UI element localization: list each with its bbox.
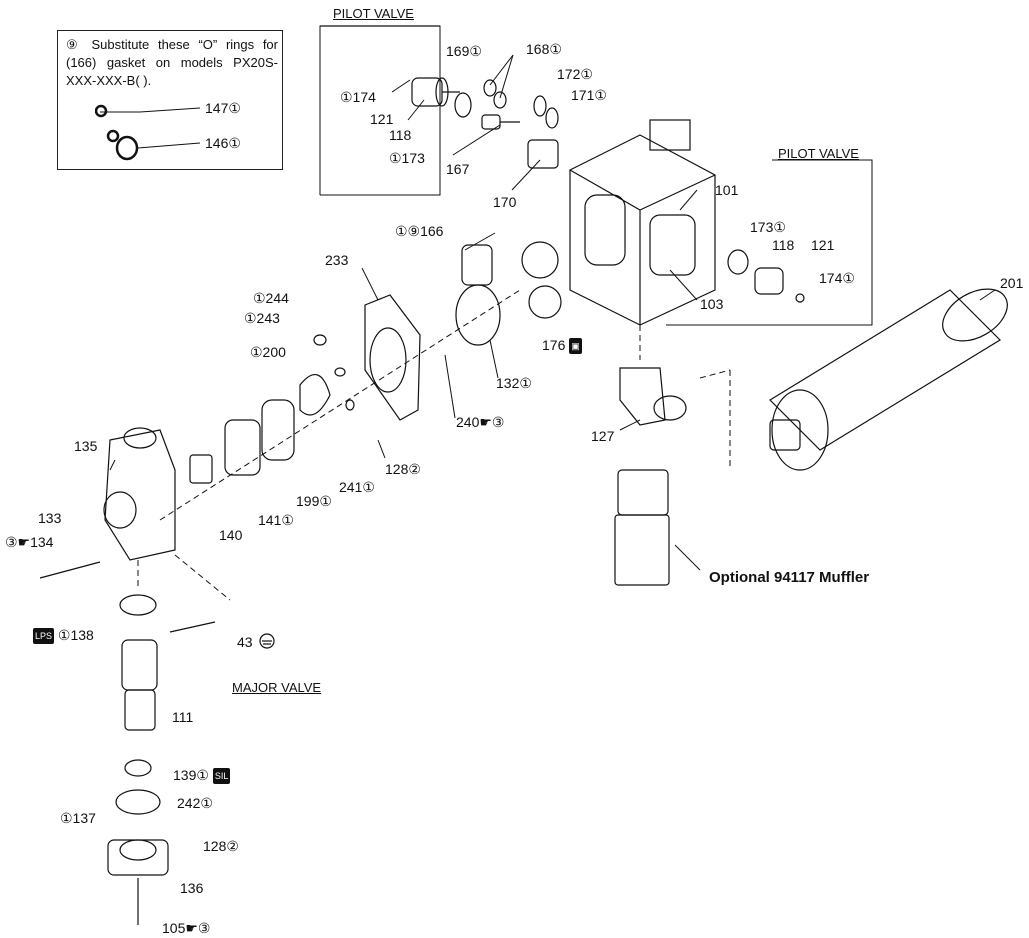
label-171: 171① <box>571 87 607 103</box>
gasket-200 <box>299 374 331 416</box>
seal-138 <box>119 594 157 616</box>
label-128b: 128② <box>203 838 239 854</box>
label-241: 241① <box>339 479 375 495</box>
label-176: 176 ▣ <box>542 337 582 355</box>
label-173a: ①173 <box>389 150 425 166</box>
label-147: 147① <box>205 100 241 116</box>
screw-43 <box>169 621 216 633</box>
label-174b: 174① <box>819 270 855 286</box>
label-170: 170 <box>493 194 517 210</box>
gasket-199 <box>261 399 295 461</box>
gasket-132 <box>455 284 501 346</box>
label-121a: 121 <box>370 111 394 127</box>
label-133: 133 <box>38 510 62 526</box>
label-111: 111 <box>172 709 194 725</box>
piston-111 <box>121 639 158 731</box>
elbow-127 <box>619 367 687 426</box>
ground-symbol-icon <box>259 633 275 649</box>
label-168: 168① <box>526 41 562 57</box>
label-43: 43 <box>237 634 253 650</box>
label-174a: ①174 <box>340 89 376 105</box>
gasket-166 <box>461 244 493 286</box>
label-118a: 118 <box>389 127 412 143</box>
gasket-141 <box>224 419 261 476</box>
label-200: ①200 <box>250 344 286 360</box>
seat-176b <box>528 285 562 319</box>
pilot-valve-parts-right <box>727 249 805 303</box>
oring-244 <box>313 334 327 346</box>
label-103: 103 <box>700 296 724 312</box>
label-132: 132① <box>496 375 532 391</box>
label-137: ①137 <box>60 810 96 826</box>
substitution-note-box: ⑨ Substitute these “O” rings for (166) g… <box>57 30 283 170</box>
optional-muffler-label: Optional 94117 Muffler <box>709 569 870 586</box>
label-242: 242① <box>177 795 213 811</box>
bolt-134 <box>39 561 101 579</box>
oring-241 <box>345 399 355 411</box>
label-136: 136 <box>180 880 204 896</box>
label-173b: 173① <box>750 219 786 235</box>
center-body-101 <box>569 119 716 326</box>
label-139: 139① SIL <box>173 767 231 785</box>
plate-233 <box>364 294 421 421</box>
label-166: ①⑨166 <box>395 223 444 239</box>
label-169: 169① <box>446 43 482 59</box>
major-valve-body-135 <box>103 427 176 561</box>
label-172: 172① <box>557 66 593 82</box>
label-140: 140 <box>219 527 243 543</box>
seal-139 <box>124 759 152 777</box>
section-major-valve: MAJOR VALVE <box>232 680 322 695</box>
oring-137 <box>115 789 161 815</box>
seat-176a <box>521 241 559 279</box>
oring-243 <box>334 367 346 377</box>
section-pilot-valve-right: PILOT VALVE <box>778 146 859 161</box>
label-240: 240☛③ <box>456 414 505 430</box>
label-121b: 121 <box>811 237 835 253</box>
label-243: ①243 <box>244 310 280 326</box>
label-141: 141① <box>258 512 294 528</box>
muffler-201 <box>769 288 1008 471</box>
part-140 <box>189 454 213 484</box>
label-134: ③☛134 <box>5 534 54 550</box>
label-244: ①244 <box>253 290 289 306</box>
substitution-note-text: ⑨ Substitute these “O” rings for (166) g… <box>66 37 278 88</box>
grease-badge-icon: LPS <box>33 628 55 645</box>
label-138: LPS ①138 <box>33 627 94 645</box>
leader-lines <box>100 54 996 571</box>
label-135: 135 <box>74 438 98 454</box>
label-233: 233 <box>325 252 349 268</box>
label-199: 199① <box>296 493 332 509</box>
lubricant-badge-icon: ▣ <box>569 338 582 355</box>
label-101: 101 <box>715 182 739 198</box>
label-128a: 128② <box>385 461 421 477</box>
label-201: 201 <box>1000 275 1024 291</box>
optional-muffler-94117 <box>614 469 670 586</box>
pilot-valve-parts-top <box>411 77 559 169</box>
label-118b: 118 <box>772 237 795 253</box>
label-127: 127 <box>591 428 615 444</box>
label-146: 146① <box>205 135 241 151</box>
section-pilot-valve-top: PILOT VALVE <box>333 6 414 21</box>
cap-136 <box>107 839 169 876</box>
oring-group-icon <box>95 104 139 161</box>
label-105: 105☛③ <box>162 920 211 936</box>
label-167: 167 <box>446 161 470 177</box>
assembly-dashed-lines <box>137 289 731 601</box>
